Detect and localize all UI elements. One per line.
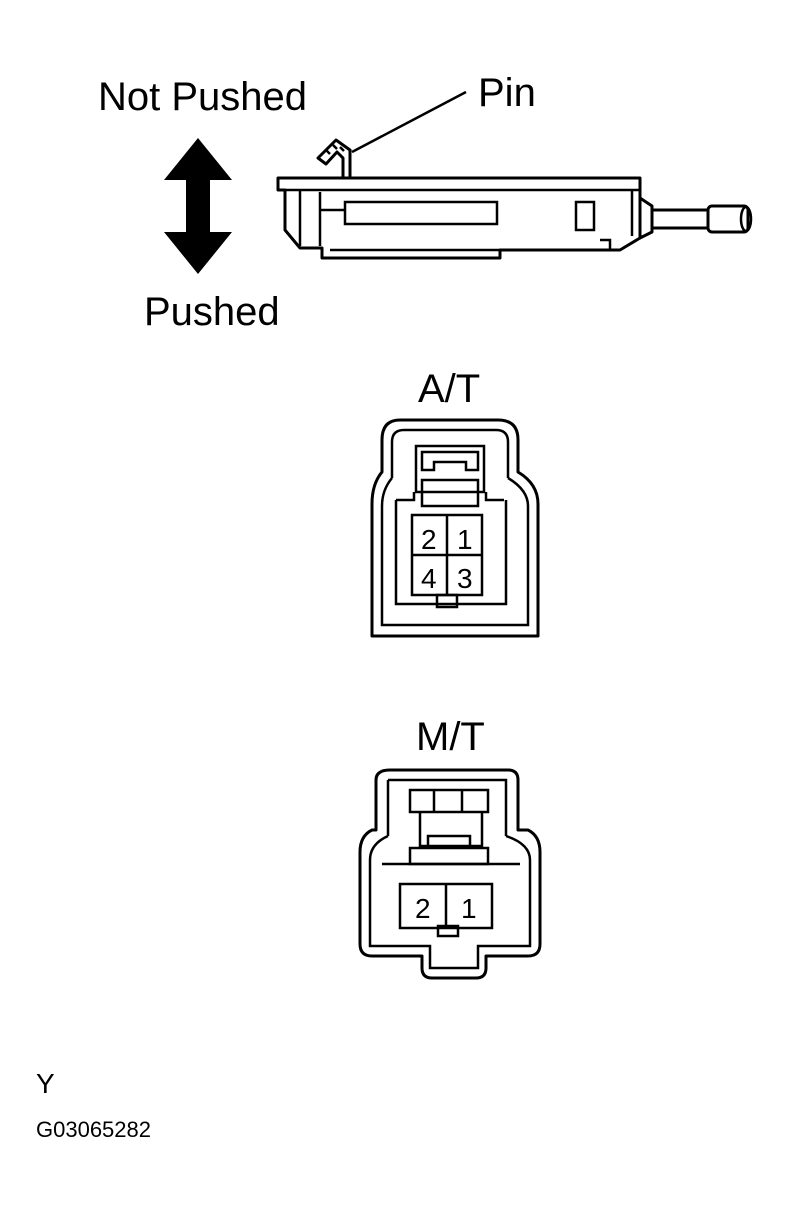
mt-terminal-2: 2 [415, 893, 431, 924]
mt-connector-title: M/T [416, 715, 485, 759]
at-terminal-2: 2 [421, 524, 437, 555]
not-pushed-label: Not Pushed [98, 75, 307, 119]
switch-pin [316, 138, 352, 180]
figure-code: G03065282 [36, 1117, 151, 1142]
pushed-label: Pushed [144, 290, 280, 334]
mt-connector [358, 768, 542, 980]
double-arrow-icon [164, 138, 232, 274]
footer-letter: Y [36, 1068, 55, 1099]
mt-terminal-1: 1 [461, 893, 477, 924]
at-terminal-4: 4 [421, 563, 437, 594]
switch-body [276, 138, 753, 260]
pin-leader-line [351, 90, 467, 154]
at-connector [370, 418, 540, 638]
at-terminal-3: 3 [457, 563, 473, 594]
at-connector-title: A/T [418, 367, 480, 411]
pin-label: Pin [478, 71, 536, 115]
at-terminal-1: 1 [457, 524, 473, 555]
